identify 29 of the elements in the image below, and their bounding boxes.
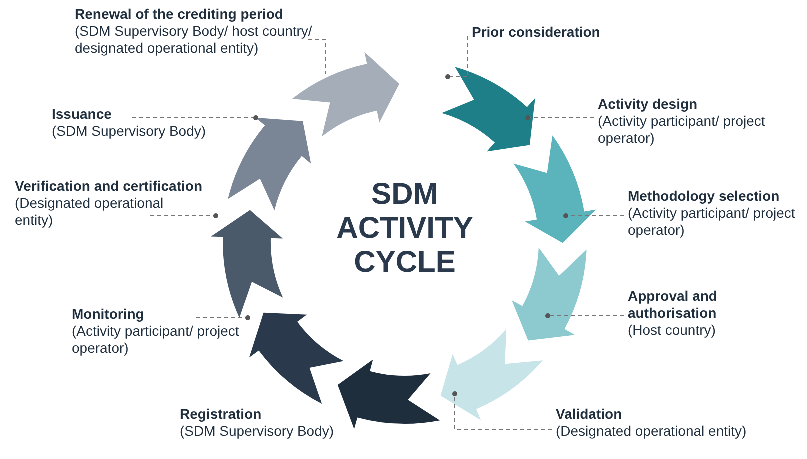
- stage-role: (Designated operational entity): [556, 423, 747, 440]
- leader-line: [308, 40, 326, 74]
- leader-line: [446, 36, 468, 80]
- stage-name: Monitoring: [72, 306, 144, 323]
- stage-name: Registration: [180, 406, 262, 423]
- leader-line: [196, 316, 250, 320]
- stage-role: (Designated operational entity): [15, 195, 165, 229]
- stage-name: Approval and authorisation: [628, 288, 718, 322]
- stage-role: (Host country): [628, 322, 716, 339]
- leader-line: [526, 116, 594, 120]
- stage-role: (Activity participant/ project operator): [72, 323, 240, 357]
- stage-name: Prior consideration: [472, 24, 600, 41]
- stage-name: Activity design: [598, 96, 698, 113]
- stage-role: (Activity participant/ project operator): [598, 113, 766, 147]
- stage-role: (SDM Supervisory Body): [180, 423, 334, 440]
- stage-name: Issuance: [52, 106, 112, 123]
- stage-name: Validation: [556, 406, 622, 423]
- leader-line: [150, 214, 218, 218]
- stage-role: (SDM Supervisory Body/ host country/ designated operational entity): [75, 23, 314, 57]
- leader-line: [564, 214, 624, 218]
- stage-role: (SDM Supervisory Body): [52, 123, 206, 140]
- leader-line: [132, 116, 258, 120]
- stage-name: Methodology selection: [628, 188, 780, 205]
- stage-role: (Activity participant/ project operator): [628, 205, 796, 239]
- stage-name: Verification and certification: [15, 178, 202, 195]
- diagram-title: SDM ACTIVITY CYCLE: [336, 178, 474, 280]
- leader-line: [546, 314, 624, 318]
- leader-line: [452, 392, 552, 430]
- stage-name: Renewal of the crediting period: [75, 6, 284, 23]
